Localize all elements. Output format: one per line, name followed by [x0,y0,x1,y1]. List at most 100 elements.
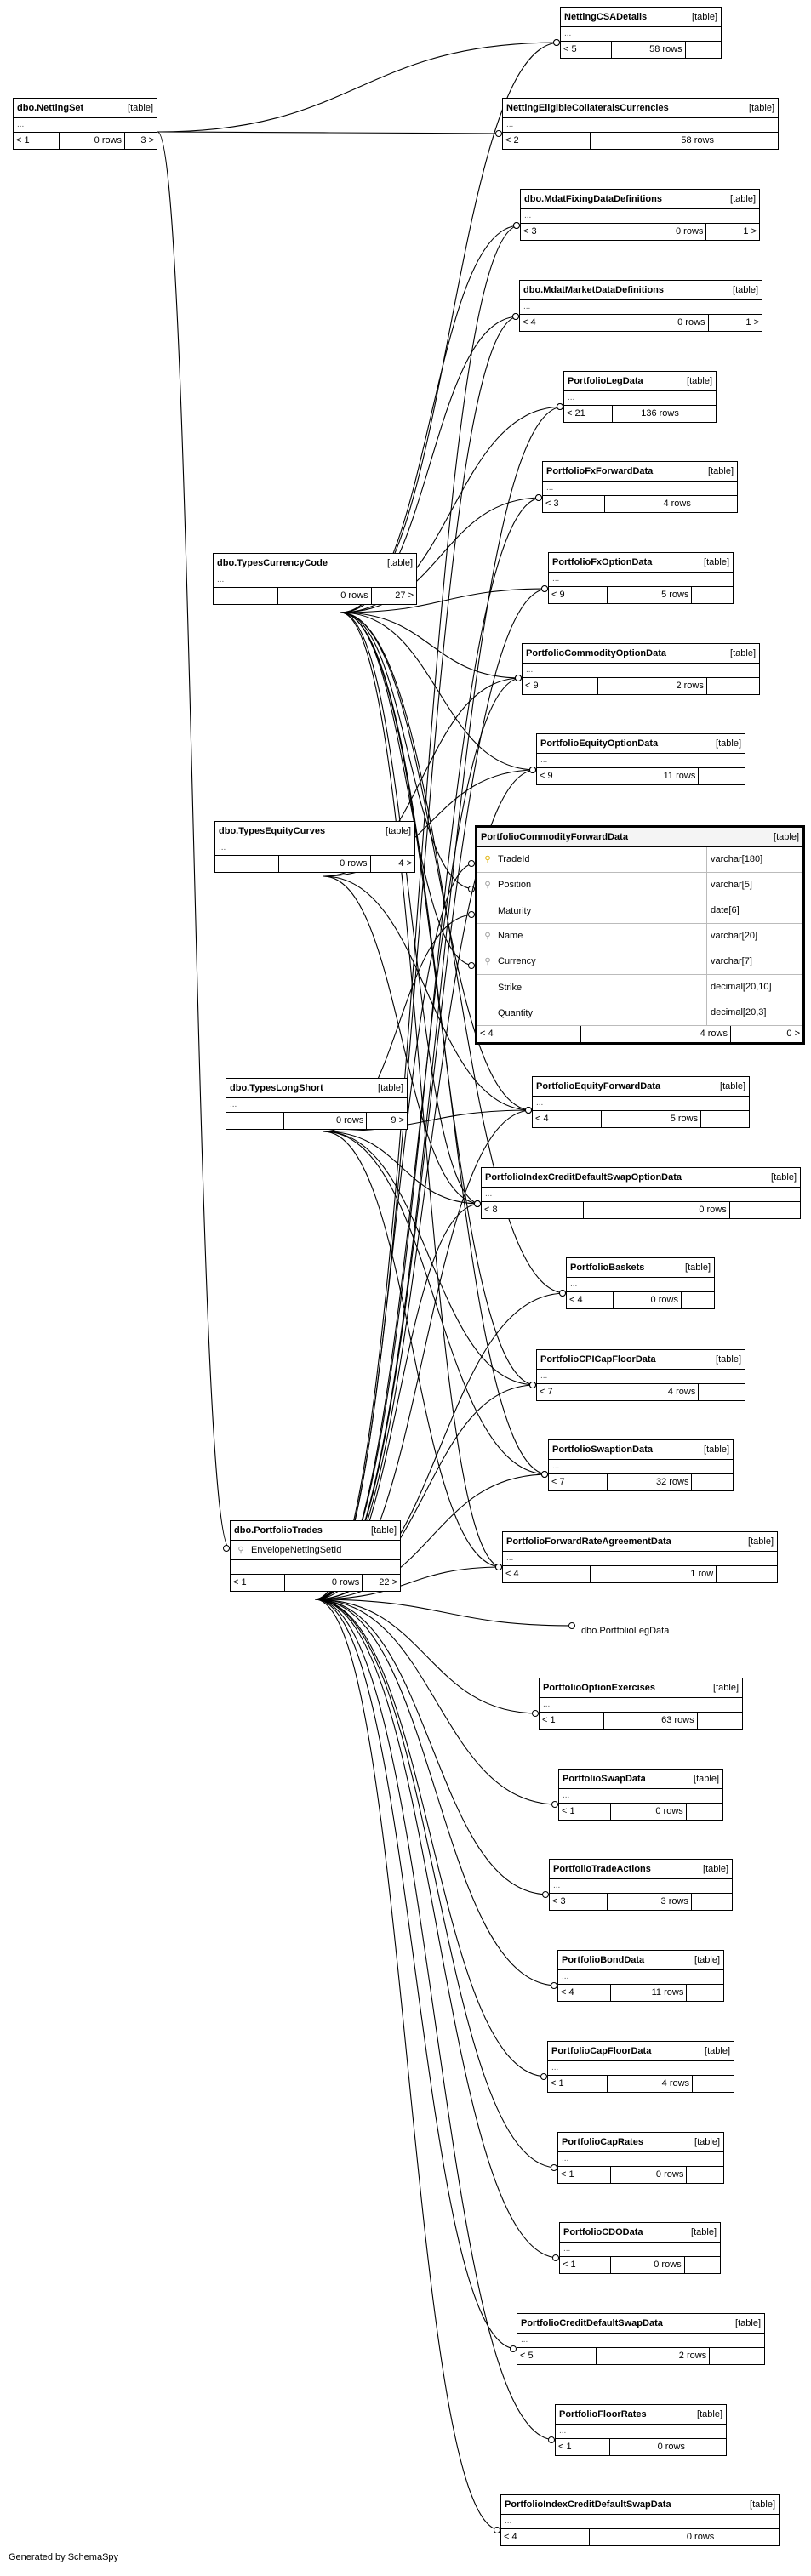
row-count: 0 rows [584,1202,730,1218]
table-mdatfixingdatadefinitions[interactable]: dbo.MdatFixingDataDefinitions[table] ...… [520,189,760,241]
row-count: 136 rows [613,406,682,422]
table-name: NettingEligibleCollateralsCurrencies [506,103,669,113]
table-kind: [table] [694,1774,719,1784]
relationship-end-marker [223,1545,230,1552]
row-count: 2 rows [598,678,707,694]
table-name: PortfolioEquityForwardData [536,1081,661,1091]
relationship-end-marker [495,130,502,137]
columns-ellipsis: ... [558,2152,723,2167]
children-count [699,768,745,784]
row-count: 5 rows [602,1111,702,1127]
relationship-end-marker [551,1801,558,1808]
table-kind: [table] [694,1955,720,1965]
row-count: 0 rows [60,133,126,149]
relationship-line [323,1131,549,1475]
table-portfoliotrades[interactable]: dbo.PortfolioTrades[table] ⚲EnvelopeNett… [230,1520,401,1592]
parents-count: < 4 [503,1566,591,1582]
table-name: PortfolioSwaptionData [552,1445,653,1455]
relationship-line [340,497,543,613]
children-count: 3 > [140,135,154,145]
relationship-line [314,1599,501,2531]
table-portfolioindexcreditdefaultswapdata[interactable]: PortfolioIndexCreditDefaultSwapData[tabl… [500,2494,780,2546]
relationship-line [314,1599,556,2441]
parents-count: < 1 [231,1575,285,1591]
parents-count: < 1 [559,1804,612,1820]
table-portfolioforwardrateagreementdata[interactable]: PortfolioForwardRateAgreementData[table]… [502,1531,778,1583]
relationship-line [157,42,561,133]
table-portfolioindexcreditdefaultswapoptiondata[interactable]: PortfolioIndexCreditDefaultSwapOptionDat… [481,1167,801,1219]
relationship-end-marker [540,2073,547,2080]
relationship-line [314,1599,559,1805]
relationship-line [314,1599,560,2259]
table-kind: [table] [703,1864,728,1874]
column-name: ⚲Name [477,929,706,943]
row-count: 0 rows [611,2257,685,2273]
table-portfolioequityoptiondata[interactable]: PortfolioEquityOptionData[table] ... < 9… [536,733,745,785]
column-name: Maturity [477,904,706,918]
table-kind: [table] [692,12,717,22]
primary-key-icon: ⚲ [484,855,491,864]
columns-ellipsis: ... [559,1789,722,1804]
children-count [687,2167,723,2183]
table-name: NettingCSADetails [564,12,648,22]
relationship-line [340,612,533,1111]
parents-count: < 9 [523,678,598,694]
table-kind: [table] [704,557,729,567]
table-name: PortfolioFxOptionData [552,557,653,567]
table-portfoliocreditdefaultswapdata[interactable]: PortfolioCreditDefaultSwapData[table] ..… [517,2313,765,2365]
children-count: 22 > [379,1577,397,1587]
children-count [710,2348,764,2364]
relationship-line [314,1599,517,2350]
relationship-line [340,612,503,1568]
children-count [717,1566,777,1582]
children-count: 4 > [398,858,412,869]
table-kind: [table] [387,558,413,568]
parents-count: < 9 [537,768,604,784]
parents-count: < 7 [549,1474,608,1490]
relationship-line [323,1131,503,1568]
table-mdatmarketdatadefinitions[interactable]: dbo.MdatMarketDataDefinitions[table] ...… [519,280,762,332]
relationship-end-marker [542,1891,549,1898]
table-name: PortfolioCPICapFloorData [540,1354,656,1365]
column-envelopenettingsetid: ⚲EnvelopeNettingSetId [231,1541,400,1560]
table-kind: [table] [378,1083,403,1093]
parents-count: < 3 [521,224,597,240]
children-count: 1 > [743,226,757,237]
relationship-line [157,131,231,1549]
table-portfoliocommodityoptiondata[interactable]: PortfolioCommodityOptionData[table] ... … [522,643,760,695]
relationship-end-marker [568,1622,575,1629]
table-portfolioequityforwarddata[interactable]: PortfolioEquityForwardData[table] ... < … [532,1076,750,1128]
row-count: 4 rows [605,496,694,512]
table-kind: [table] [704,1445,729,1455]
table-kind: [table] [371,1525,397,1536]
columns-ellipsis: ... [561,27,721,42]
table-portfoliocommodityforwarddata[interactable]: PortfolioCommodityForwardData[table] ⚲Tr… [475,825,805,1045]
foreign-key-icon: ⚲ [484,881,491,890]
relationship-line [314,1566,503,1600]
table-nettingeligiblecollateralscurrencies[interactable]: NettingEligibleCollateralsCurrencies[tab… [502,98,779,150]
table-name: PortfolioBaskets [570,1262,645,1273]
relationship-end-marker [535,494,542,501]
relationship-end-marker [529,1382,536,1388]
